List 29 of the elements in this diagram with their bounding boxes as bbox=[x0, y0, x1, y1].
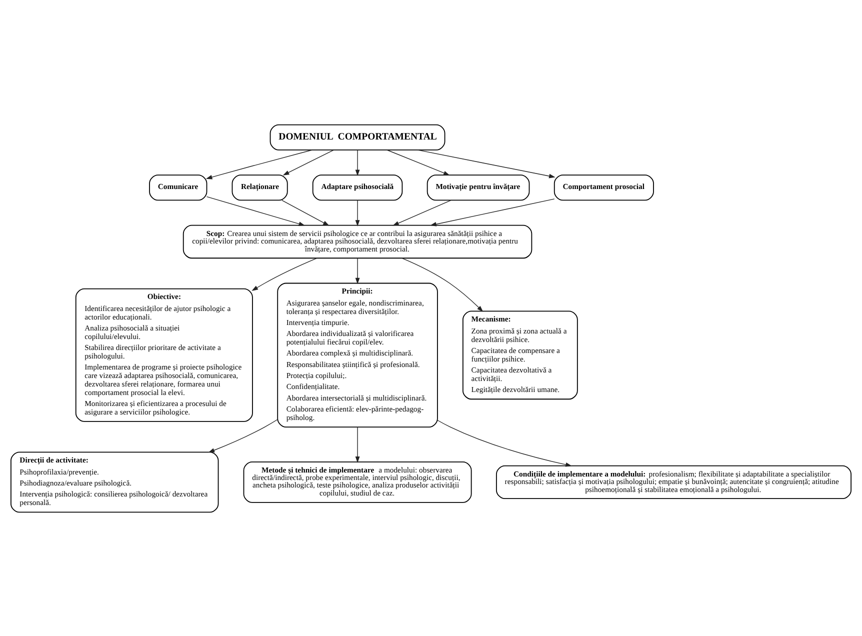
arrow bbox=[355, 426, 360, 462]
arrow bbox=[206, 149, 312, 179]
node-box: Comportament prosocial bbox=[554, 174, 654, 200]
node-box: Condițiile de implementare a modelului: profesionalism; flexibilitate și adaptabilitate a specialiștilor responsabili; satisfacția și motivația psihologului; empatie și bunăvoință; autencitate și congruiență; atitudine psihoemoțională și stabilitatea emoțională a psihologului. bbox=[496, 464, 852, 499]
arrow bbox=[437, 419, 572, 466]
arrow bbox=[417, 149, 556, 178]
arrow bbox=[402, 257, 484, 312]
node-box: Relaționare bbox=[232, 174, 288, 200]
arrow bbox=[206, 196, 306, 226]
node-box: Direcții de activitate: Psihoprofilaxia/prevenție. Psihodiagnoza/evaluare psihologică. Intervenția psihologică: consilierea psihologoică/ dezvoltarea personală. bbox=[10, 451, 219, 512]
arrow bbox=[430, 198, 555, 226]
node-box: Metode și tehnici de implementare a modelului: observarea directă/indirectă, probe experimentale, interviul psihologic, discuții, ancheta psihologică, teste psihologice, analiza produselor activității copilului, studiul de caz. bbox=[243, 461, 472, 502]
arrow bbox=[252, 257, 318, 290]
node-box: Comunicare bbox=[149, 174, 208, 200]
node-box: Adaptare psihosocială bbox=[312, 174, 403, 200]
arrow bbox=[282, 199, 330, 226]
node-box: Principii: Asigurarea șanselor egale, nondiscriminarea, toleranța și respectarea diversităților. Intervenția timpurie. Abordarea individualizată și valorificarea potențialului fiecărui copil/elev. Abordarea complexă și multidisciplinară. Responsabilitatea științifică și profesională. Protecția copilului;. Confidențialitate. Abordarea intersectorială și multidisciplinară. Colaborarea eficientă: elev-părinte-pedagog- psiholog. bbox=[277, 282, 438, 427]
arrow bbox=[208, 418, 278, 452]
node-box: Mecanisme: Zona proximă și zona actuală a dezvoltării psihice. Capacitatea de compensare a funcțiilor psihice. Capacitatea dezvoltativă a activității. Legitățile dezvoltării umane. bbox=[462, 310, 578, 400]
node-box: Motivație pentru învățare bbox=[426, 174, 530, 200]
node-box: DOMENIUL COMPORTAMENTAL bbox=[270, 124, 446, 150]
node-box: Obiective: Identificarea necesităților de ajutor psihologic a actorilor educaționali. Analiza psihosocială a situației copilului/elevului. Stabilirea direcțiilor prioritare de activitate a psihologului. Implementarea de programe și proiecte psihologice care vizează adaptarea psihosocială, comunicarea, dezvoltarea sferei relaționare, formarea unui comportament prosocial la elevi. Monitorizarea și eficientizarea a procesului de asigurare a serviciilor psihologice. bbox=[75, 288, 253, 422]
arrow bbox=[355, 149, 360, 176]
arrow bbox=[282, 149, 334, 175]
node-box: Scop: Crearea unui sistem de servicii psihologice ce ar contribui la asigurarea sănătății psihice a copii/elevilor privind: comunicarea, adaptarea psihosocială, dezvoltarea sferei relaționare,motivația pentru învățare, comportament prosocial. bbox=[182, 224, 532, 258]
arrow bbox=[355, 257, 360, 284]
arrow bbox=[392, 199, 452, 226]
arrow bbox=[386, 149, 450, 175]
arrow bbox=[355, 199, 360, 226]
